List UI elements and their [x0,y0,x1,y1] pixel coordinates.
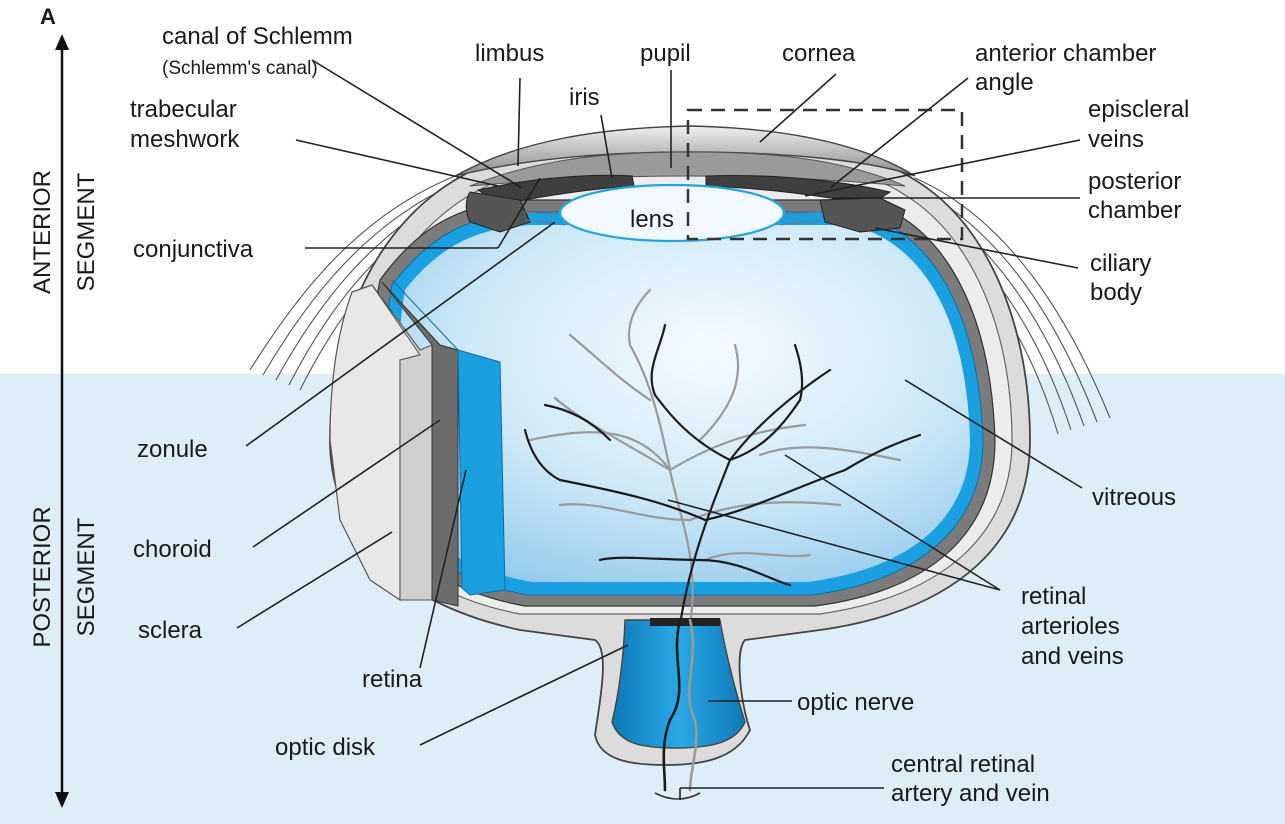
label-iris: iris [569,84,600,111]
label-optic-nerve: optic nerve [797,689,914,716]
label-meshwork: meshwork [130,126,240,153]
label-anterior-chamber: anterior chamber [975,40,1156,67]
label-posterior: posterior [1088,168,1181,195]
label-arterioles: arterioles [1021,613,1120,640]
label-lens: lens [630,206,674,233]
label-schlemms-canal: (Schlemm's canal) [162,58,318,79]
label-choroid: choroid [133,536,212,563]
panel-letter: A [40,4,56,29]
label-conjunctiva: conjunctiva [133,236,254,263]
label-canal-of-schlemm: canal of Schlemm [162,23,353,50]
label-veins: veins [1088,126,1144,153]
label-pupil: pupil [640,40,691,67]
label-retina: retina [362,666,423,693]
posterior-segment-label: SEGMENT [73,517,100,636]
label-retinal: retinal [1021,583,1086,610]
label-ciliary: ciliary [1090,250,1151,277]
label-and-veins: and veins [1021,643,1124,670]
label-sclera: sclera [138,617,203,644]
label-limbus: limbus [475,40,544,67]
label-zonule: zonule [137,436,208,463]
label-optic-disk: optic disk [275,734,376,761]
label-chamber: chamber [1088,197,1181,224]
anterior-label: ANTERIOR [29,170,56,294]
label-vitreous: vitreous [1092,484,1176,511]
label-angle: angle [975,69,1034,96]
label-episcleral: episcleral [1088,96,1189,123]
label-trabecular: trabecular [130,96,237,123]
label-body: body [1090,279,1142,306]
label-artery-and-vein: artery and vein [891,780,1050,807]
posterior-label: POSTERIOR [29,506,56,647]
anterior-segment-label: SEGMENT [73,172,100,291]
label-central-retinal: central retinal [891,751,1035,778]
label-cornea: cornea [782,40,856,67]
optic-disk [650,618,720,626]
